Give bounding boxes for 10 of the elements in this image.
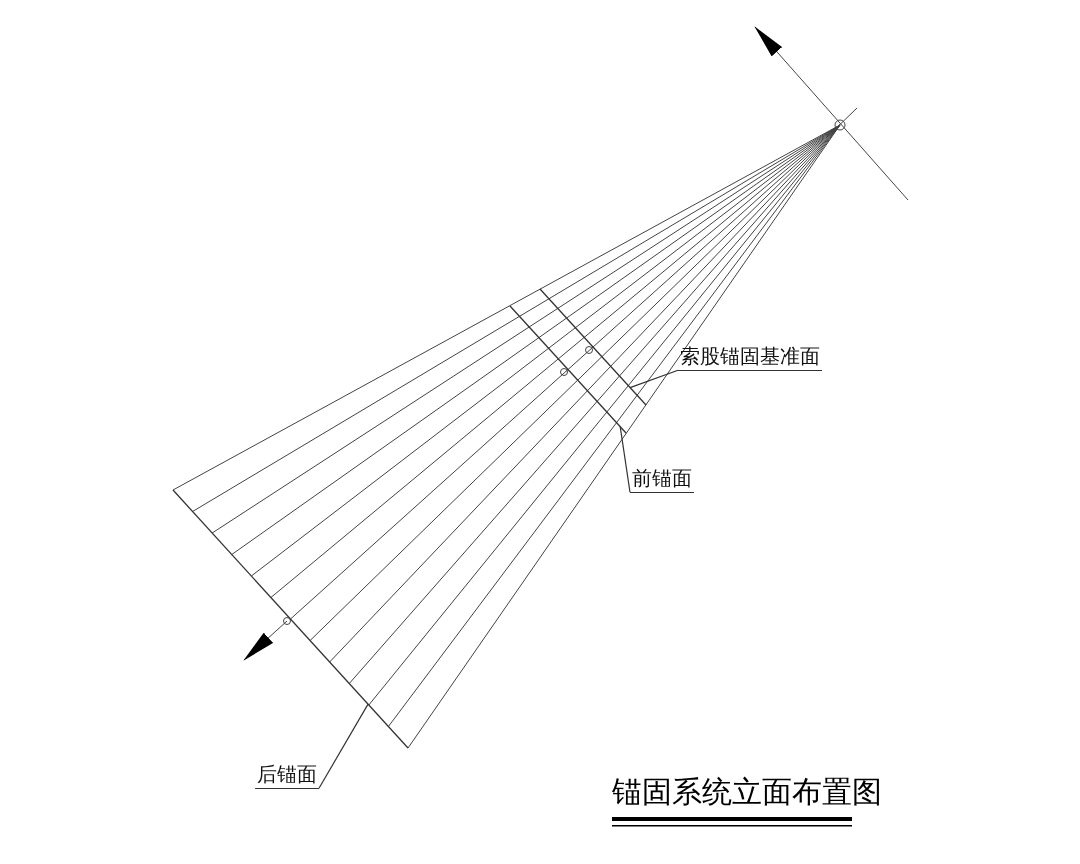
leader-line bbox=[629, 369, 679, 389]
part-label: 后锚面 bbox=[255, 762, 319, 789]
front-anchor-plane-line bbox=[509, 305, 627, 434]
reference-plane-line bbox=[539, 288, 647, 406]
rear-anchor-plane-line bbox=[172, 489, 409, 749]
leader-line bbox=[619, 426, 631, 493]
part-label: 前锚面 bbox=[630, 466, 694, 493]
leader-line bbox=[318, 703, 369, 789]
drawing-title: 锚固系统立面布置图 bbox=[612, 774, 882, 810]
part-label: 索股锚固基准面 bbox=[678, 344, 822, 371]
